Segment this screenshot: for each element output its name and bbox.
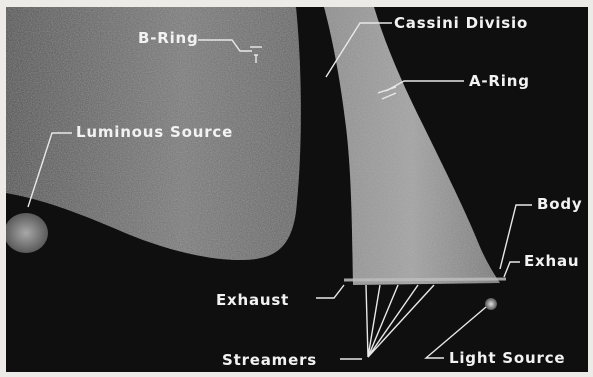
light-source-label: Light Source — [449, 350, 565, 366]
luminous-source-label: Luminous Source — [76, 124, 233, 140]
body-label: Body — [537, 196, 582, 212]
exhaust-left-label: Exhaust — [216, 292, 289, 308]
luminous-source-blob — [6, 213, 48, 253]
a-ring-label: A-Ring — [469, 73, 530, 89]
streamers-label: Streamers — [222, 352, 317, 368]
photo-scene — [6, 7, 588, 372]
a-ring-region — [324, 7, 500, 285]
photograph: Cassini Divisio B-Ring A-Ring Luminous S… — [6, 7, 588, 372]
cassini-division-label: Cassini Divisio — [394, 15, 528, 31]
b-ring-label: B-Ring — [138, 30, 199, 46]
exhaust-streak — [344, 279, 506, 280]
light-source-dot — [485, 298, 497, 310]
exhaust-right-label: Exhau — [524, 253, 579, 269]
